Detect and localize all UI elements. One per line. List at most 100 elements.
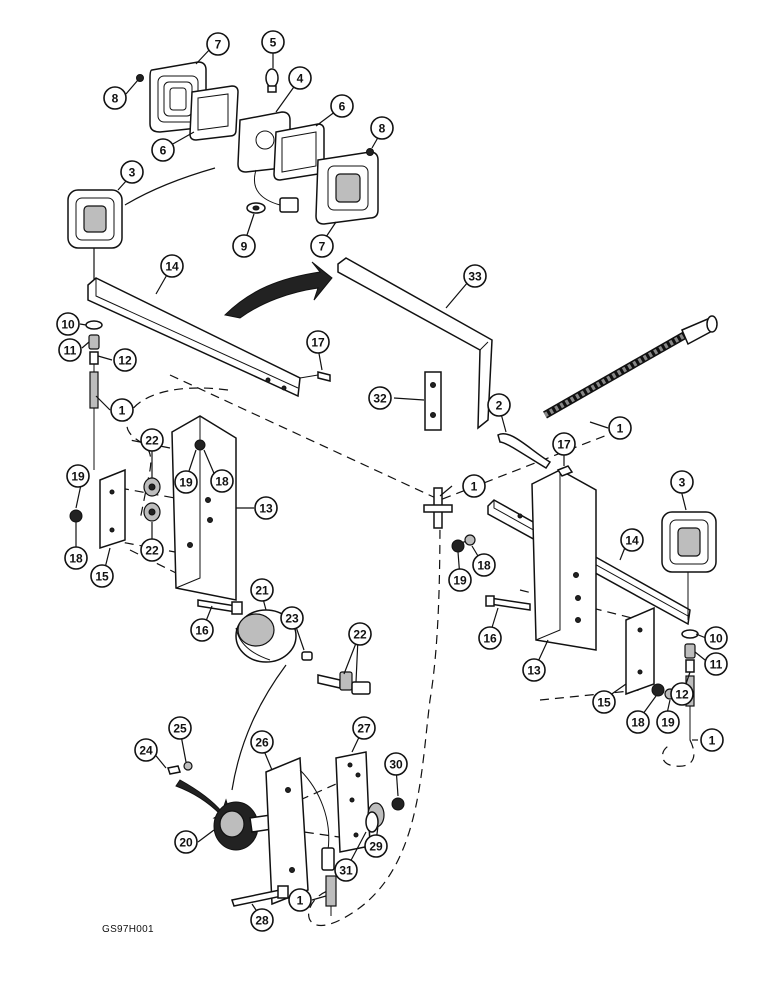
lamp-assembly-right — [661, 511, 717, 620]
callout-label: 6 — [160, 144, 167, 158]
callout-label: 26 — [255, 736, 269, 750]
nut-washer-left — [69, 439, 206, 523]
callout-19: 19 — [174, 470, 198, 494]
wiring-harness-right — [543, 315, 718, 419]
callout-label: 22 — [145, 544, 159, 558]
callout-circle — [608, 416, 632, 440]
lamp-gasket-right — [273, 123, 325, 181]
screw-top-left — [136, 74, 144, 82]
callout-22: 22 — [140, 428, 164, 452]
callout-19: 19 — [448, 568, 472, 592]
assembly-arrow-beacon — [231, 664, 287, 791]
callout-circle — [700, 728, 724, 752]
callout-label: 1 — [119, 404, 126, 418]
callout-13: 13 — [254, 496, 278, 520]
callout-label: 5 — [270, 36, 277, 50]
callout-label: 22 — [145, 434, 159, 448]
callout-18: 18 — [210, 469, 234, 493]
callout-circle — [64, 546, 88, 570]
callout-16: 16 — [478, 626, 502, 650]
callout-label: 29 — [369, 840, 383, 854]
callout-label: 31 — [339, 864, 353, 878]
callout-label: 12 — [118, 354, 132, 368]
callout-label: 33 — [468, 270, 482, 284]
callout-circle — [448, 568, 472, 592]
callout-label: 6 — [339, 100, 346, 114]
callout-circle — [103, 86, 127, 110]
callout-circle — [174, 830, 198, 854]
callout-label: 8 — [112, 92, 119, 106]
callout-label: 30 — [389, 758, 403, 772]
bushings-left — [143, 477, 161, 522]
callout-label: 15 — [95, 570, 109, 584]
callout-20: 20 — [174, 830, 198, 854]
callout-label: 2 — [496, 399, 503, 413]
callout-11: 11 — [704, 652, 728, 676]
callout-circle — [463, 264, 487, 288]
callout-3: 3 — [670, 470, 694, 494]
callout-label: 10 — [709, 632, 723, 646]
callout-15: 15 — [592, 690, 616, 714]
bolt-16-left — [197, 599, 243, 615]
callout-circle — [384, 752, 408, 776]
callout-circle — [364, 834, 388, 858]
callout-17: 17 — [306, 330, 330, 354]
grommet — [246, 202, 266, 214]
callout-12: 12 — [113, 348, 137, 372]
callout-circle — [370, 116, 394, 140]
callout-circle — [140, 538, 164, 562]
callout-19: 19 — [656, 710, 680, 734]
lamp-lens-right — [315, 151, 379, 225]
callout-label: 3 — [129, 166, 136, 180]
callout-circle — [306, 330, 330, 354]
callout-label: 3 — [679, 476, 686, 490]
callout-label: 13 — [527, 664, 541, 678]
callout-label: 4 — [297, 72, 304, 86]
callout-circle — [90, 564, 114, 588]
mounting-bracket-left — [171, 415, 237, 601]
callout-label: 19 — [71, 470, 85, 484]
callout-1: 1 — [110, 398, 134, 422]
spacer-plate — [424, 371, 442, 431]
support-bar — [337, 257, 493, 430]
clamp-plate-left — [99, 468, 126, 550]
callout-11: 11 — [58, 338, 82, 362]
callout-label: 18 — [477, 559, 491, 573]
callout-22: 22 — [348, 622, 372, 646]
callout-9: 9 — [232, 234, 256, 258]
bolt-17-left — [299, 371, 331, 382]
harness-lead-bottom — [325, 875, 337, 916]
callout-1: 1 — [288, 888, 312, 912]
callout-3: 3 — [120, 160, 144, 184]
callout-label: 28 — [255, 914, 269, 928]
callout-circle — [704, 652, 728, 676]
callout-circle — [368, 386, 392, 410]
callout-24: 24 — [134, 738, 158, 762]
callout-circle — [113, 348, 137, 372]
callout-6: 6 — [151, 138, 175, 162]
callout-22: 22 — [140, 538, 164, 562]
callout-circle — [522, 658, 546, 682]
callout-label: 18 — [631, 716, 645, 730]
callout-circle — [140, 428, 164, 452]
callout-circle — [472, 553, 496, 577]
callout-13: 13 — [522, 658, 546, 682]
callout-circle — [626, 710, 650, 734]
callout-label: 8 — [379, 122, 386, 136]
mounting-plate — [265, 756, 335, 906]
callout-label: 23 — [285, 612, 299, 626]
callout-31: 31 — [334, 858, 358, 882]
callout-29: 29 — [364, 834, 388, 858]
callout-circle — [56, 312, 80, 336]
callout-circle — [66, 464, 90, 488]
callout-circle — [250, 578, 274, 602]
callout-label: 12 — [675, 688, 689, 702]
callout-circle — [250, 730, 274, 754]
callout-circle — [330, 94, 354, 118]
callout-circle — [232, 234, 256, 258]
callout-32: 32 — [368, 386, 392, 410]
callout-circle — [462, 474, 486, 498]
callout-8: 8 — [370, 116, 394, 140]
callout-label: 24 — [139, 744, 153, 758]
callout-label: 1 — [617, 422, 624, 436]
